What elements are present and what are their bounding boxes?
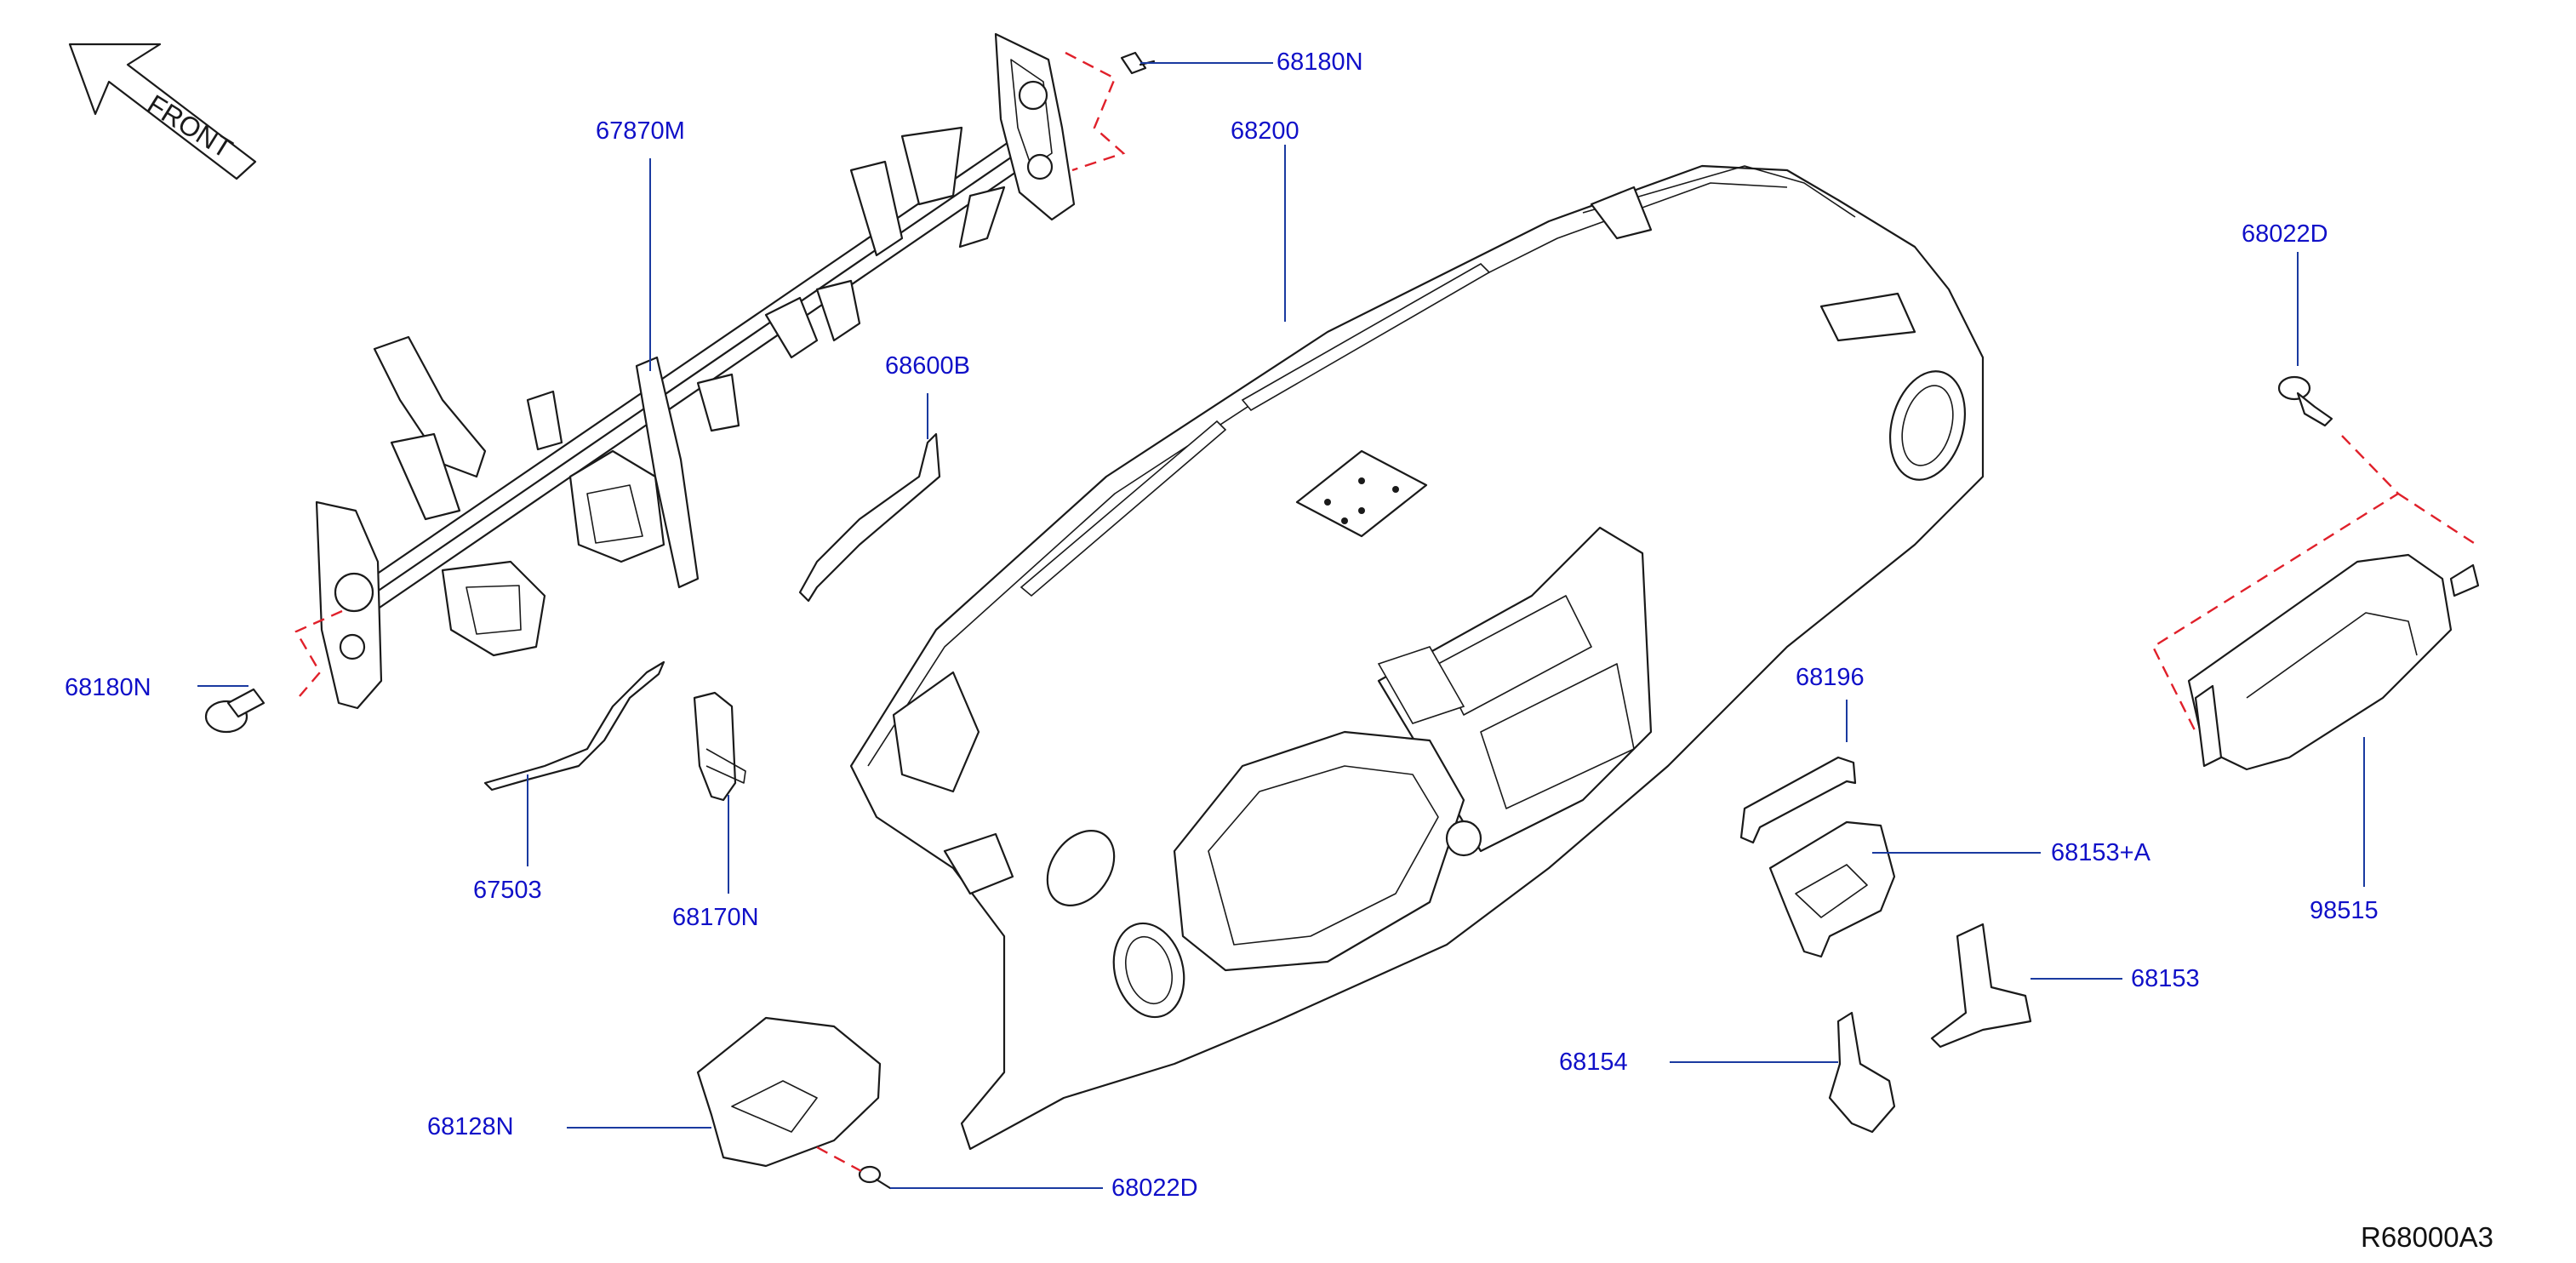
part-label-67503[interactable]: 67503 <box>473 877 542 904</box>
part-label-68180n-left[interactable]: 68180N <box>65 674 151 701</box>
part-label-67870m[interactable]: 67870M <box>596 117 685 145</box>
part-label-68022d-bottom[interactable]: 68022D <box>1111 1174 1198 1202</box>
bracket-68153a-drawing <box>1768 820 1896 958</box>
bracket-68153-drawing <box>1930 923 2032 1049</box>
part-label-68170n[interactable]: 68170N <box>672 904 759 931</box>
part-label-68022d-right[interactable]: 68022D <box>2242 220 2328 248</box>
bracket-68170n-drawing <box>693 691 746 802</box>
bracket-68128n-drawing <box>696 1016 882 1168</box>
screw-68022d-bottom-drawing <box>858 1165 892 1190</box>
clip-68180n-left-drawing <box>204 688 266 734</box>
steering-member-drawing <box>315 32 1076 710</box>
part-label-68153a[interactable]: 68153+A <box>2051 839 2150 866</box>
screw-68022d-right-drawing <box>2277 375 2333 427</box>
part-label-68153[interactable]: 68153 <box>2131 965 2200 992</box>
part-label-68200[interactable]: 68200 <box>1231 117 1299 145</box>
instrument-panel-drawing <box>849 164 1985 1151</box>
bracket-68154-drawing <box>1828 1011 1896 1134</box>
part-label-68180n-top[interactable]: 68180N <box>1277 49 1363 76</box>
bracket-68600b-drawing <box>798 432 941 603</box>
part-67503-drawing <box>483 660 665 792</box>
front-arrow-icon <box>68 43 257 180</box>
leader-lines <box>197 62 2365 1189</box>
part-label-68128n[interactable]: 68128N <box>427 1113 514 1140</box>
part-label-68196[interactable]: 68196 <box>1796 664 1865 691</box>
dashed-guides <box>294 51 2477 1173</box>
bracket-68196-drawing <box>1739 756 1857 844</box>
airbag-module-98515-drawing <box>2187 553 2480 771</box>
diagram-code: R68000A3 <box>2361 1221 2493 1253</box>
part-label-98515[interactable]: 98515 <box>2310 897 2379 924</box>
part-label-68600b[interactable]: 68600B <box>885 352 970 380</box>
part-label-68154[interactable]: 68154 <box>1559 1049 1628 1076</box>
